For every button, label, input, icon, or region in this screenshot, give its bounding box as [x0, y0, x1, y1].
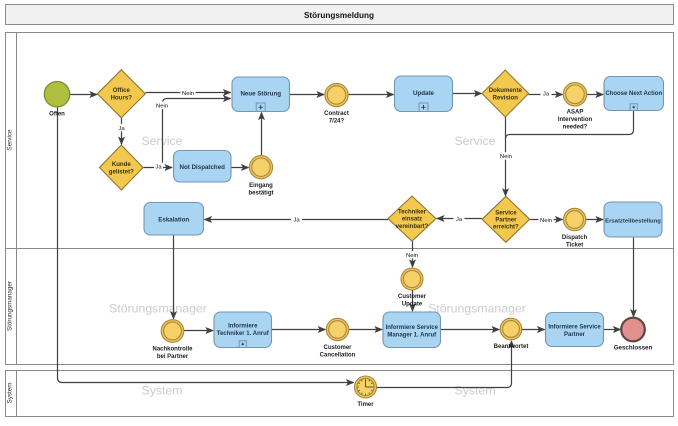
- svg-text:System: System: [455, 384, 496, 398]
- svg-text:System: System: [142, 384, 183, 398]
- svg-text:Ja: Ja: [118, 126, 125, 132]
- svg-text:Offen: Offen: [49, 111, 65, 117]
- svg-text:Informiere: Informiere: [228, 323, 258, 329]
- svg-text:Techniker 1. Anruf: Techniker 1. Anruf: [217, 331, 270, 337]
- svg-text:Eingang: Eingang: [249, 183, 273, 189]
- svg-text:Hours?: Hours?: [111, 95, 133, 102]
- svg-text:Dokumente: Dokumente: [489, 87, 523, 94]
- svg-text:Störungsmanager: Störungsmanager: [7, 281, 14, 331]
- svg-text:Choose Next Action: Choose Next Action: [605, 91, 662, 97]
- svg-text:Informiere Service: Informiere Service: [386, 325, 439, 331]
- svg-text:vereinbart?: vereinbart?: [396, 224, 429, 230]
- svg-text:Partner: Partner: [495, 217, 517, 223]
- svg-text:Nein: Nein: [500, 154, 512, 160]
- svg-text:Ja: Ja: [543, 92, 550, 98]
- svg-text:Kunde: Kunde: [112, 161, 132, 168]
- svg-text:Service: Service: [7, 129, 14, 150]
- svg-text:Partner: Partner: [564, 332, 586, 338]
- svg-text:Ticket: Ticket: [566, 242, 583, 248]
- svg-text:einsatz: einsatz: [402, 217, 422, 223]
- svg-text:Dispatch: Dispatch: [562, 235, 588, 241]
- svg-text:Störungsmanager: Störungsmanager: [428, 301, 526, 315]
- svg-text:Nein: Nein: [156, 104, 168, 110]
- svg-text:Customer: Customer: [398, 294, 427, 300]
- svg-text:Manager 1. Anruf: Manager 1. Anruf: [387, 332, 437, 338]
- svg-text:needed?: needed?: [563, 125, 588, 131]
- svg-text:Timer: Timer: [357, 402, 374, 408]
- svg-text:Service: Service: [454, 134, 495, 148]
- svg-text:Revision: Revision: [493, 94, 519, 101]
- svg-text:Contract: Contract: [324, 111, 349, 117]
- svg-text:Störungsmanager: Störungsmanager: [109, 301, 207, 315]
- svg-text:Neue Störung: Neue Störung: [240, 91, 281, 98]
- svg-text:erreicht?: erreicht?: [493, 225, 519, 231]
- svg-text:Not Dispatched: Not Dispatched: [180, 164, 226, 171]
- svg-text:Update: Update: [413, 90, 435, 97]
- svg-text:Ja: Ja: [456, 217, 463, 223]
- svg-text:Nachkontrolle: Nachkontrolle: [152, 347, 193, 353]
- svg-text:System: System: [7, 383, 14, 404]
- svg-text:Nein: Nein: [540, 218, 552, 224]
- svg-text:Office: Office: [113, 87, 131, 94]
- svg-text:Ja: Ja: [155, 165, 162, 171]
- svg-text:gelistet?: gelistet?: [109, 168, 134, 175]
- svg-text:7/24?: 7/24?: [329, 118, 345, 124]
- svg-text:Nein: Nein: [182, 91, 194, 97]
- svg-text:Ersatzteilbestellung: Ersatzteilbestellung: [605, 218, 661, 224]
- svg-text:Informiere Service: Informiere Service: [548, 325, 601, 331]
- svg-text:Intervention: Intervention: [558, 117, 593, 123]
- svg-text:Nein: Nein: [406, 253, 418, 259]
- svg-text:Cancellation: Cancellation: [320, 352, 356, 358]
- svg-text:bestätigt: bestätigt: [248, 191, 273, 197]
- svg-text:Techniker: Techniker: [398, 210, 427, 216]
- svg-text:Customer: Customer: [323, 345, 352, 351]
- svg-text:bei Partner: bei Partner: [157, 354, 189, 360]
- svg-text:Störungsmeldung: Störungsmeldung: [304, 11, 374, 20]
- svg-text:Eskalation: Eskalation: [158, 217, 189, 224]
- svg-text:Beantwortet: Beantwortet: [494, 344, 529, 350]
- svg-text:Update: Update: [402, 302, 423, 308]
- svg-text:Ja: Ja: [293, 218, 300, 224]
- svg-text:Service: Service: [495, 210, 517, 216]
- svg-text:Geschlossen: Geschlossen: [614, 345, 653, 352]
- svg-text:ASAP: ASAP: [567, 110, 584, 116]
